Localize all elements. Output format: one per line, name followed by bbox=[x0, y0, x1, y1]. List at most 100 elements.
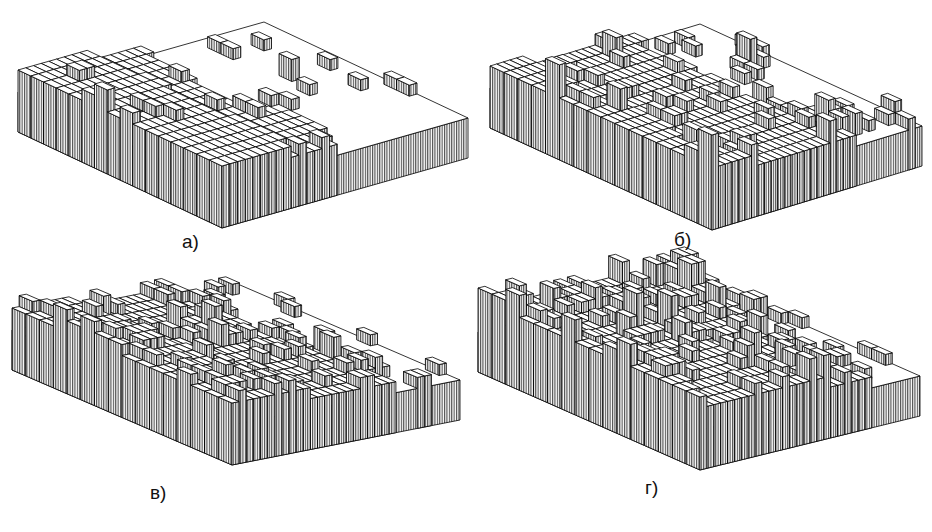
cube-top bbox=[796, 337, 817, 345]
cube-top bbox=[584, 67, 605, 75]
cube-top bbox=[672, 315, 693, 323]
cube-side bbox=[222, 164, 230, 228]
cube-side bbox=[417, 376, 424, 428]
cube-side bbox=[232, 283, 239, 295]
cube-top bbox=[796, 351, 817, 359]
cube-top bbox=[258, 321, 279, 328]
cube-side bbox=[719, 164, 726, 228]
cube-side bbox=[56, 88, 69, 156]
cube-side bbox=[712, 133, 719, 230]
cube-top bbox=[581, 280, 602, 288]
cube-top bbox=[705, 280, 726, 288]
cube-side bbox=[587, 111, 601, 179]
cube-top bbox=[67, 62, 87, 70]
cube-side bbox=[268, 395, 275, 458]
cube-top bbox=[82, 299, 103, 306]
cube-side bbox=[602, 314, 609, 327]
cube-side bbox=[275, 382, 282, 456]
cube-side bbox=[554, 287, 561, 300]
cube-top bbox=[254, 369, 275, 376]
cube-top bbox=[261, 376, 282, 383]
cube-top bbox=[823, 339, 844, 347]
cube-top bbox=[875, 106, 895, 114]
cube-side bbox=[885, 353, 892, 366]
cube-top bbox=[727, 351, 748, 359]
cube-top bbox=[623, 328, 644, 336]
slab-side bbox=[700, 376, 920, 470]
cube-side bbox=[637, 292, 644, 327]
cube-top bbox=[341, 346, 362, 353]
cube-side bbox=[107, 88, 115, 112]
cube-side bbox=[375, 385, 382, 437]
cube-side bbox=[520, 317, 534, 396]
cube-top bbox=[279, 51, 299, 59]
cube-side bbox=[209, 160, 222, 228]
cube-side bbox=[838, 384, 845, 437]
cube-top bbox=[250, 338, 271, 345]
cube-side bbox=[657, 143, 671, 211]
cube-side bbox=[771, 159, 778, 212]
cube-side bbox=[95, 320, 102, 332]
cube-top bbox=[546, 57, 566, 65]
cube-top bbox=[698, 127, 719, 135]
cube-side bbox=[804, 149, 811, 202]
cube-top bbox=[540, 281, 561, 289]
cube-side bbox=[318, 396, 325, 448]
cube-top bbox=[108, 337, 129, 344]
cube-side bbox=[276, 149, 284, 213]
cube-side bbox=[197, 154, 210, 222]
cube-side bbox=[296, 389, 303, 452]
cube-top bbox=[734, 338, 755, 346]
cube-top bbox=[357, 327, 378, 334]
cube-side bbox=[643, 136, 657, 204]
cube-side bbox=[518, 79, 532, 147]
cube-top bbox=[679, 343, 700, 351]
cube-side bbox=[245, 157, 253, 221]
cube-top bbox=[177, 367, 198, 374]
cube-top bbox=[842, 105, 862, 113]
cube-side bbox=[389, 382, 396, 434]
cube-top bbox=[629, 271, 650, 279]
cube-side bbox=[802, 316, 809, 329]
cube-side bbox=[239, 389, 246, 463]
cube-top bbox=[19, 294, 40, 301]
cube-top bbox=[311, 369, 332, 376]
cube-top bbox=[775, 339, 796, 347]
cube-side bbox=[776, 388, 783, 452]
cube-side bbox=[12, 308, 26, 376]
cube-side bbox=[781, 312, 788, 325]
cube-top bbox=[81, 314, 102, 321]
cube-top bbox=[285, 339, 306, 346]
cube-top bbox=[193, 338, 214, 345]
cube-top bbox=[719, 79, 740, 87]
cube-side bbox=[909, 117, 916, 170]
cube-side bbox=[353, 389, 360, 441]
cube-side bbox=[360, 376, 367, 439]
cube-top bbox=[258, 87, 278, 95]
cube-top bbox=[273, 318, 294, 325]
cube-side bbox=[253, 155, 261, 219]
cube-top bbox=[768, 332, 789, 340]
cube-side bbox=[218, 397, 232, 465]
cube-top bbox=[664, 54, 685, 62]
cube-side bbox=[547, 330, 561, 409]
cube-side bbox=[284, 348, 291, 360]
cube-side bbox=[295, 305, 302, 317]
cube-side bbox=[719, 306, 726, 319]
cube-side bbox=[831, 385, 838, 438]
cube-top bbox=[755, 111, 776, 119]
cube-side bbox=[367, 375, 374, 438]
cube-top bbox=[234, 364, 255, 371]
cube-side bbox=[260, 153, 268, 217]
cube-top bbox=[831, 365, 852, 373]
cube-top bbox=[810, 348, 831, 356]
cube-top bbox=[245, 99, 266, 107]
cube-side bbox=[520, 294, 527, 318]
cube-side bbox=[621, 87, 628, 111]
cube-top bbox=[741, 325, 762, 333]
cube-top bbox=[154, 287, 175, 294]
cube-side bbox=[769, 389, 776, 453]
cube-top bbox=[816, 113, 836, 121]
cube-top bbox=[658, 288, 679, 296]
